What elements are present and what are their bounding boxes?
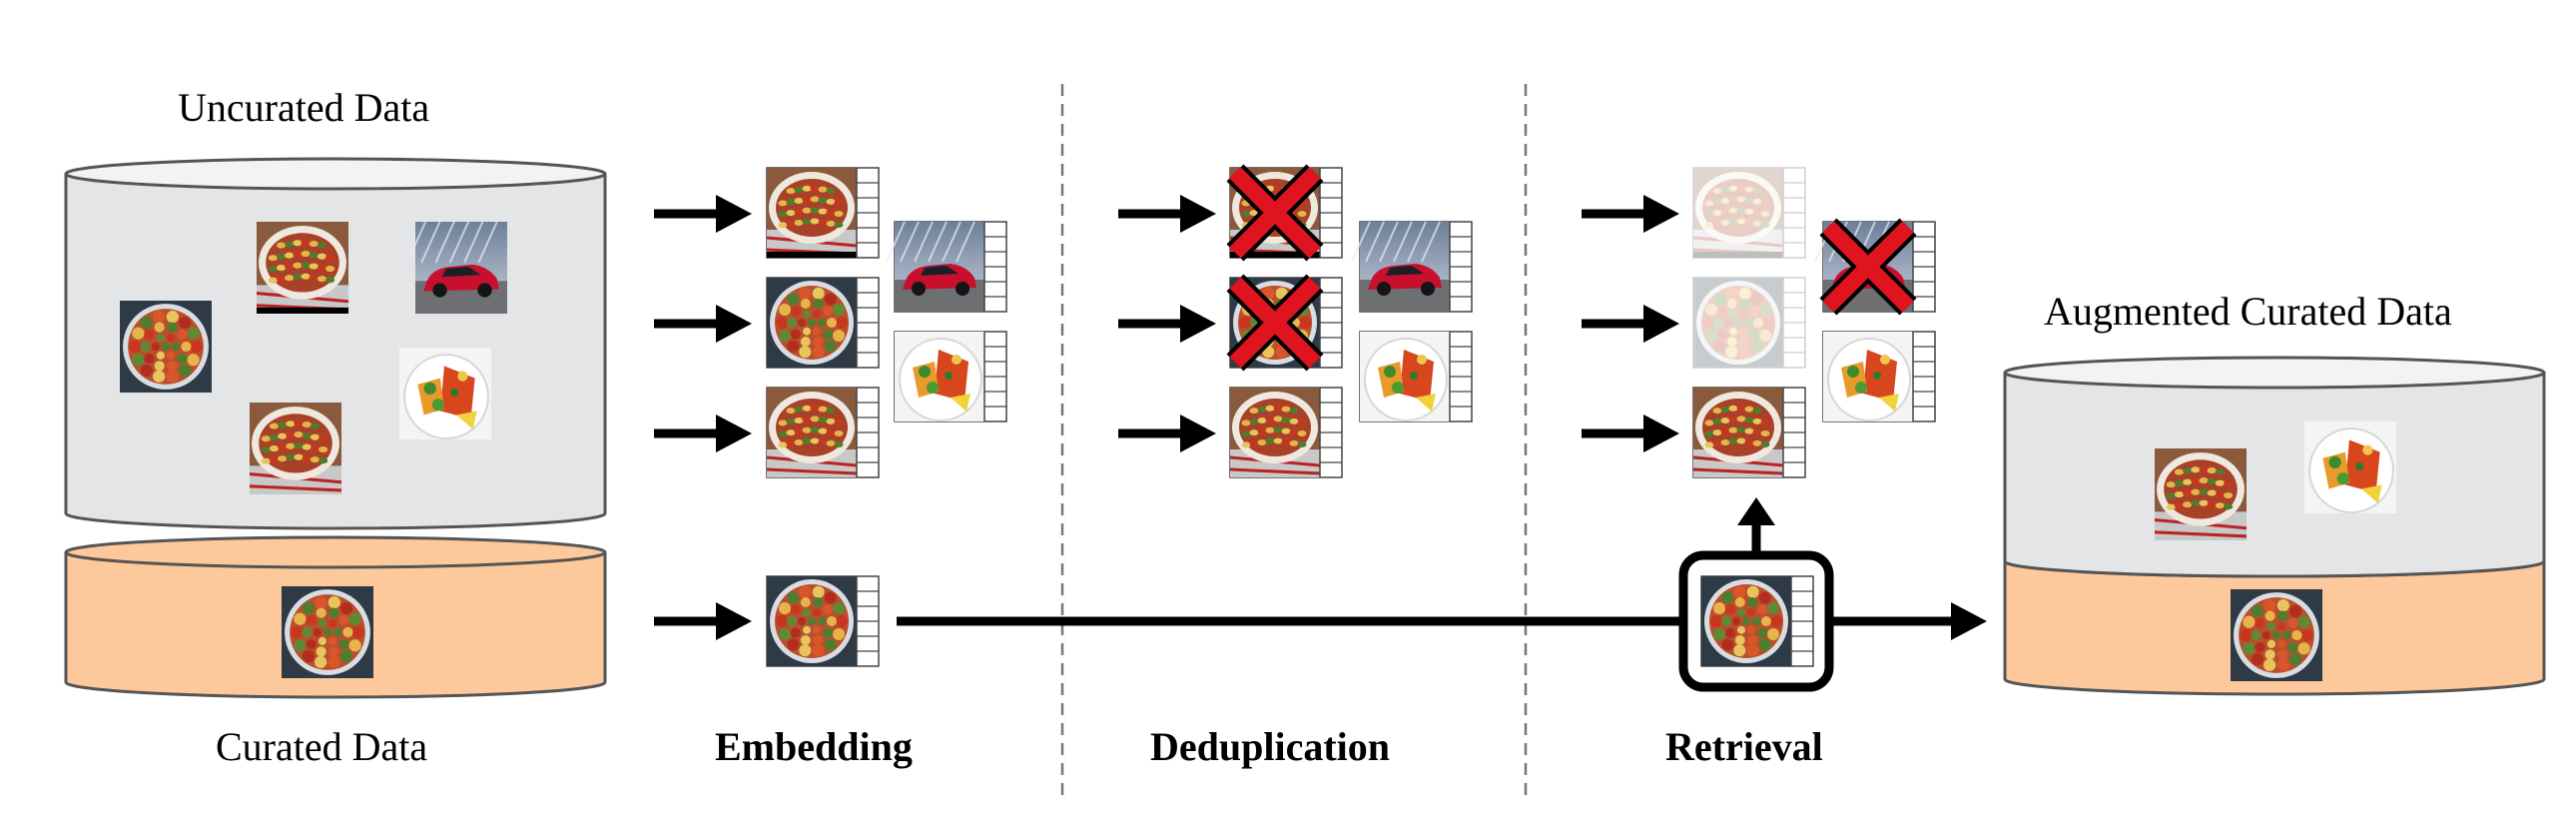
embedding-tile — [886, 221, 1007, 313]
embedding-vector-icon — [1700, 575, 1814, 667]
ratatouille-pan-image — [249, 403, 342, 494]
embedding-tile — [894, 331, 1007, 422]
embedding-vector-icon — [1692, 167, 1806, 259]
embedding-vector-icon — [766, 277, 880, 369]
embedding-tile — [766, 387, 880, 478]
embedding-tile — [766, 277, 880, 369]
ratatouille-pan-image — [1692, 168, 1784, 258]
embedding-tile — [1229, 387, 1343, 478]
embedding-vector-icon — [1229, 387, 1343, 478]
embedding-vector-icon — [766, 167, 880, 259]
embedding-stage-label: Embedding — [715, 724, 913, 769]
embedding-tile — [1814, 218, 1936, 316]
embedding-vector-icon — [1359, 331, 1473, 422]
embedding-vector-icon — [1692, 277, 1806, 369]
food-plate-image — [1823, 332, 1913, 421]
embedding-tile — [766, 167, 880, 259]
input-arrow — [654, 195, 752, 233]
embedding-tile — [1692, 387, 1806, 478]
embedding-tile — [766, 575, 880, 667]
augmented-curated-data-label: Augmented Curated Data — [2044, 289, 2452, 334]
embedding-vector-icon — [766, 387, 880, 478]
embedding-tile — [1226, 164, 1343, 262]
embedding-vector-icon — [894, 331, 1007, 422]
ratatouille-image — [2231, 589, 2322, 681]
ratatouille-image — [1701, 576, 1791, 666]
red-x-icon — [1226, 274, 1324, 372]
food-plate-image — [2304, 421, 2396, 513]
embedding-vector-icon — [886, 221, 1007, 313]
embedding-tile — [1692, 167, 1806, 259]
ratatouille-pan-image — [766, 388, 858, 477]
embedding-vector-icon — [766, 575, 880, 667]
input-arrow — [1582, 415, 1679, 452]
ratatouille-image — [282, 586, 373, 678]
retrieval-query-box — [1678, 550, 1834, 692]
embedding-vector-icon — [1351, 221, 1473, 313]
uncurated-data-cylinder — [64, 157, 607, 530]
input-arrow — [654, 415, 752, 452]
embedding-vector-icon — [1822, 331, 1936, 422]
input-arrow — [1582, 195, 1679, 233]
red-sports-car-image — [405, 221, 507, 314]
food-plate-image — [399, 348, 491, 439]
ratatouille-image — [767, 576, 857, 666]
red-sports-car-image — [1351, 221, 1450, 312]
input-arrow — [1118, 195, 1216, 233]
output-arrow — [1833, 602, 1987, 640]
embedding-tile — [1226, 274, 1343, 372]
food-plate-image — [895, 332, 984, 421]
embedding-vector-icon — [1692, 387, 1806, 478]
embedding-tile — [1359, 331, 1473, 422]
input-arrow — [654, 305, 752, 343]
red-sports-car-image — [886, 221, 984, 312]
input-arrow — [1118, 415, 1216, 452]
input-arrow — [654, 602, 752, 640]
retrieval-stage-label: Retrieval — [1665, 724, 1823, 769]
ratatouille-pan-image — [2154, 448, 2248, 540]
ratatouille-image — [120, 301, 212, 393]
augmented-curated-data-cylinder — [2003, 356, 2546, 696]
retrieval-up-arrow — [1737, 497, 1775, 551]
embedding-tile — [1351, 221, 1473, 313]
ratatouille-pan-image — [256, 222, 349, 314]
ratatouille-pan-image — [766, 168, 858, 258]
red-x-icon — [1819, 218, 1917, 316]
embedding-tile — [1822, 331, 1936, 422]
deduplication-stage-label: Deduplication — [1150, 724, 1391, 769]
ratatouille-image — [767, 278, 857, 368]
food-plate-image — [1360, 332, 1450, 421]
ratatouille-pan-image — [1692, 388, 1784, 477]
ratatouille-pan-image — [1229, 388, 1321, 477]
input-arrow — [1118, 305, 1216, 343]
red-x-icon — [1226, 164, 1324, 262]
uncurated-data-label: Uncurated Data — [178, 85, 430, 130]
input-arrow — [1582, 305, 1679, 343]
ratatouille-image — [1693, 278, 1783, 368]
embedding-tile — [1692, 277, 1806, 369]
curated-data-cylinder — [64, 535, 607, 699]
curated-data-label: Curated Data — [216, 724, 428, 769]
